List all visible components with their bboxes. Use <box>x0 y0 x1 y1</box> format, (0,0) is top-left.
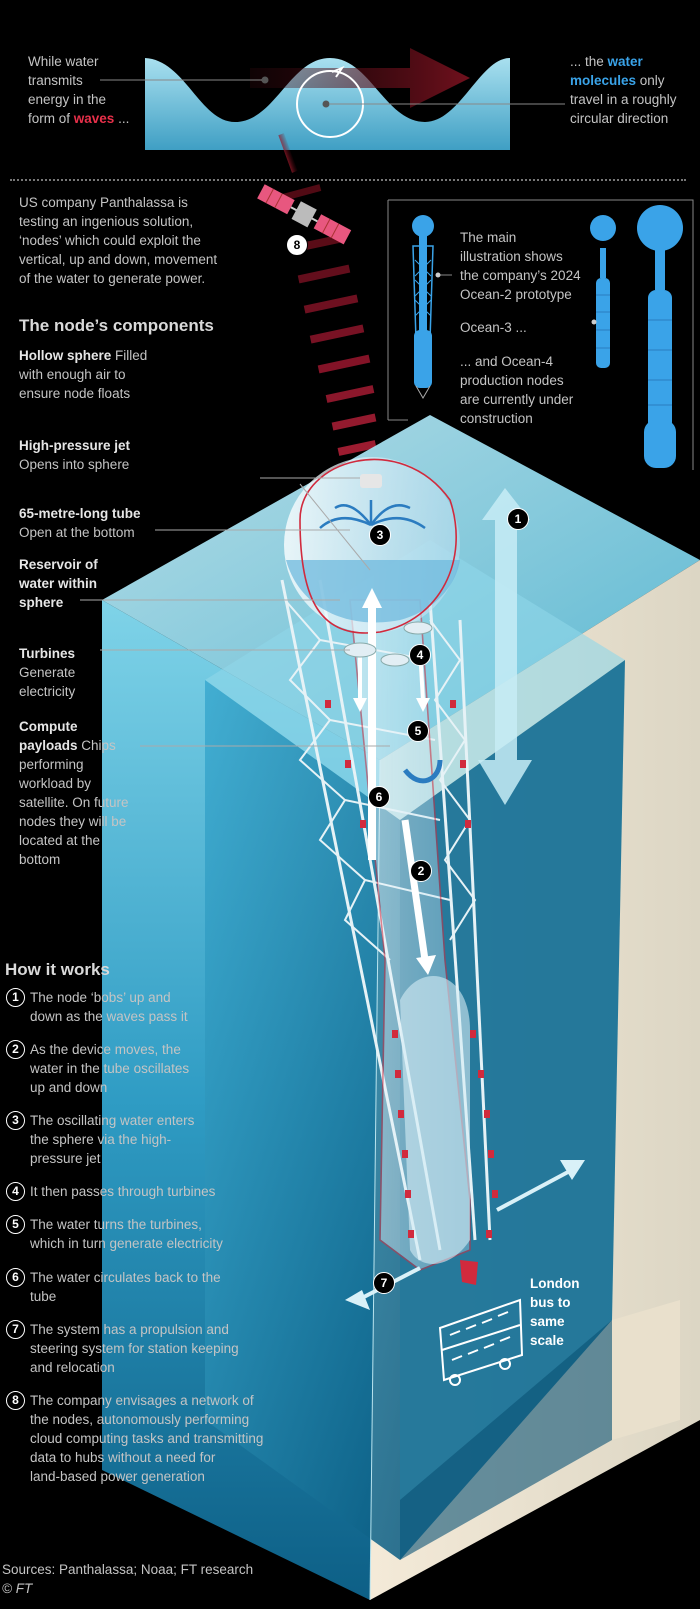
dotted-divider <box>10 179 686 181</box>
ocean-4-icon <box>637 205 683 468</box>
components-title: The node’s components <box>19 316 214 335</box>
ocean-block <box>102 415 700 1601</box>
ocean-2-icon <box>412 215 434 399</box>
wave-right-text: ... the water molecules only travel in a… <box>570 54 677 126</box>
badge-2: 2 <box>410 860 432 882</box>
satellite-beam <box>275 133 377 456</box>
sources: Sources: Panthalassa; Noaa; FT research <box>2 1562 254 1577</box>
bus-icon <box>438 1298 524 1386</box>
energy-arrow <box>250 48 470 108</box>
badge-8: 8 <box>286 234 308 256</box>
badge-5: 5 <box>407 720 429 742</box>
prototype-ocean3-text: Ocean-3 ... <box>460 320 527 335</box>
wave-left-text: While water transmits energy in the form… <box>28 54 130 126</box>
badge-4: 4 <box>409 644 431 666</box>
bob-arrow <box>478 488 532 805</box>
badge-7: 7 <box>373 1272 395 1294</box>
wave-diagram <box>0 0 700 170</box>
badge-1: 1 <box>507 508 529 530</box>
component-leaders <box>80 477 390 747</box>
tube-fins <box>325 700 498 1238</box>
badge-6: 6 <box>368 786 390 808</box>
how-it-works-title: How it works <box>5 960 110 979</box>
copyright: © FT <box>2 1581 33 1596</box>
badge-3: 3 <box>369 524 391 546</box>
ocean-3-icon <box>590 215 616 368</box>
flow-arrows <box>353 588 443 975</box>
node-tube <box>325 599 498 1285</box>
satellite-icon <box>257 184 352 245</box>
prototypes-box <box>387 199 694 470</box>
